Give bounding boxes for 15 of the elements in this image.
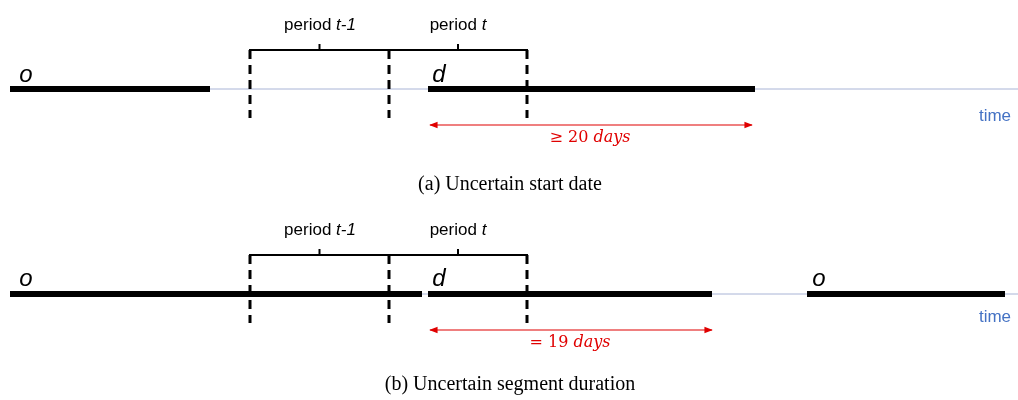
period-label: period t	[429, 15, 487, 35]
period-label: period t-1	[284, 15, 356, 35]
axis-label: time	[978, 307, 1012, 327]
segment-label: o	[812, 264, 826, 292]
duration-label: = 19 days	[529, 333, 611, 351]
period-label: period t-1	[284, 220, 356, 240]
period-label: period t	[429, 220, 487, 240]
axis-label: time	[978, 106, 1012, 126]
caption: (b) Uncertain segment duration	[384, 372, 636, 394]
segment-label: d	[432, 264, 446, 292]
segment-label: o	[19, 264, 33, 292]
segment-label: d	[432, 60, 446, 88]
segment-label: o	[19, 60, 33, 88]
caption: (a) Uncertain start date	[418, 172, 602, 194]
duration-label: ≥ 20 days	[549, 128, 631, 146]
